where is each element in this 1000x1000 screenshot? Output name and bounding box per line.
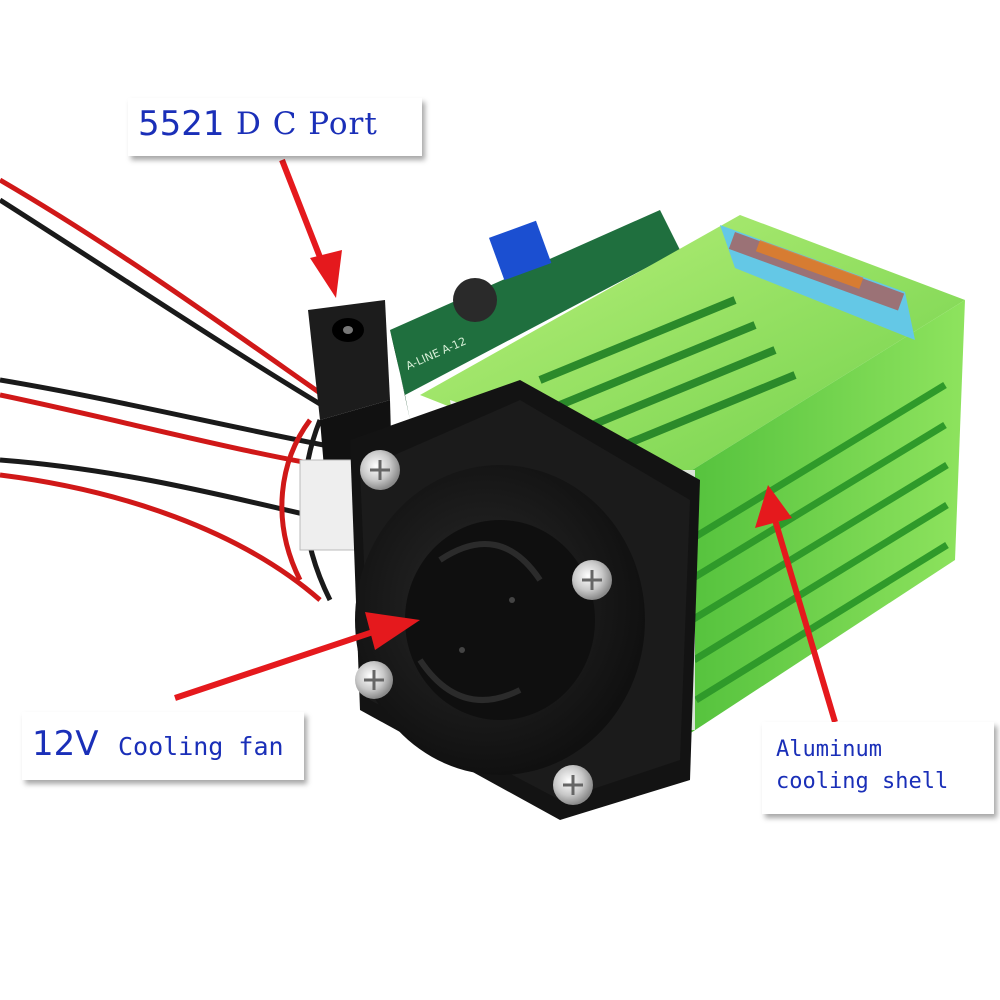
- shell-line2: cooling shell: [776, 769, 949, 794]
- shell-callout: Aluminum cooling shell: [762, 722, 994, 814]
- fan-text: Cooling fan: [118, 732, 284, 761]
- cooling-fan-callout: 12V Cooling fan: [22, 712, 304, 780]
- arrow-shell: [772, 519, 838, 723]
- arrow-dc-port-head: [310, 250, 342, 298]
- dc-port-number: 5521: [138, 104, 225, 144]
- arrow-shell-head: [755, 485, 792, 528]
- arrow-fan-head: [365, 612, 420, 650]
- shell-line1: Aluminum: [776, 737, 882, 762]
- cooling-fan: [350, 380, 700, 820]
- fan-screws: [355, 450, 612, 805]
- fan-voltage: 12V: [32, 724, 99, 764]
- driver-board: A-LINE A-12: [390, 210, 680, 420]
- arrow-dc-port: [279, 158, 328, 272]
- arrow-fan: [174, 625, 386, 701]
- dc-port-text: D C Port: [236, 106, 378, 142]
- wire-connector: [299, 459, 356, 551]
- arrows: [174, 158, 838, 723]
- wires: [0, 177, 351, 602]
- dc-port-callout: 5521 D C Port: [128, 98, 422, 156]
